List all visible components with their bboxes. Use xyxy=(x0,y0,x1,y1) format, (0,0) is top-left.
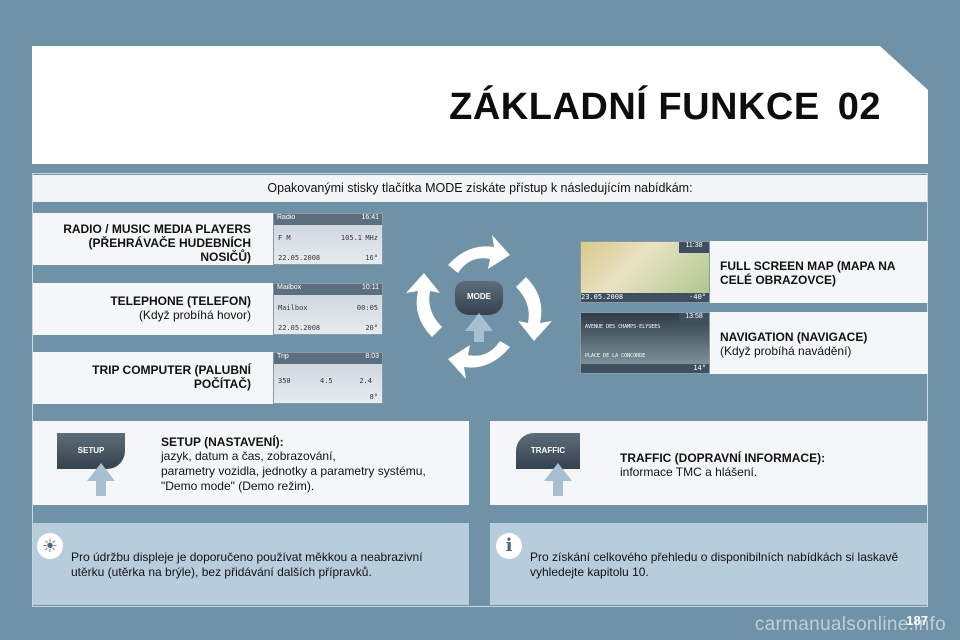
setup-up-arrow-icon xyxy=(87,463,115,481)
title-panel: ZÁKLADNÍ FUNKCE 02 xyxy=(32,46,928,164)
note-care-line-1: Pro údržbu displeje je doporučeno použív… xyxy=(71,550,423,564)
navigation-title: NAVIGATION (NAVIGACE) xyxy=(720,330,868,344)
watermark: carmanualsonline.info xyxy=(754,614,946,635)
full-map-title-2: CELÉ OBRAZOVCE) xyxy=(720,273,837,287)
cycle-arrow-bottom-icon xyxy=(448,341,510,379)
cycle-arrow-left-icon xyxy=(406,273,442,337)
mode-up-arrow-icon xyxy=(465,313,493,331)
traffic-title: TRAFFIC (DOPRAVNÍ INFORMACE): xyxy=(620,451,826,465)
traffic-up-arrow-icon xyxy=(544,463,572,481)
trip-title-2: POČÍTAČ) xyxy=(193,377,251,391)
radio-title-3: NOSIČŮ) xyxy=(200,250,251,264)
radio-title-2: (PŘEHRÁVAČE HUDEBNÍCH xyxy=(88,236,251,250)
mode-cycle-diagram xyxy=(406,235,552,379)
traffic-line-1: informace TMC a hlášení. xyxy=(620,465,758,479)
sun-care-icon: ☀ xyxy=(37,533,63,559)
navigation-screen: 13:58 AVENUE DES CHAMPS-ELYSEES PLACE DE… xyxy=(580,312,710,374)
trip-title: TRIP COMPUTER (PALUBNÍ xyxy=(92,363,251,377)
setup-line-1: jazyk, datum a čas, zobrazování, xyxy=(161,449,336,463)
note-info-line-1: Pro získání celkového přehledu o disponi… xyxy=(530,550,899,564)
menu-card-full-map: FULL SCREEN MAP (MAPA NA CELÉ OBRAZOVCE) xyxy=(710,241,928,303)
menu-card-navigation: NAVIGATION (NAVIGACE) (Když probíhá navá… xyxy=(710,312,928,374)
note-care: ☀ Pro údržbu displeje je doporučeno použ… xyxy=(33,523,469,605)
map-screen: 11:38 23.05.2008-40° xyxy=(580,241,710,303)
intro-text: Opakovanými stisky tlačítka MODE získáte… xyxy=(33,175,927,202)
note-info: i Pro získání celkového přehledu o dispo… xyxy=(490,523,927,605)
mode-button-icon: MODE xyxy=(455,281,503,315)
chapter-number: 02 xyxy=(837,86,881,128)
menu-card-radio: RADIO / MUSIC MEDIA PLAYERS (PŘEHRÁVAČE … xyxy=(33,213,273,265)
setup-line-2: parametry vozidla, jednotky a parametry … xyxy=(161,464,426,478)
note-care-line-2: utěrku (utěrka na brýle), bez přidávání … xyxy=(71,565,372,579)
menu-card-trip: TRIP COMPUTER (PALUBNÍ POČÍTAČ) xyxy=(33,352,273,404)
setup-box: SETUP SETUP (NASTAVENÍ): jazyk, datum a … xyxy=(33,421,469,505)
cycle-arrow-top-icon xyxy=(448,235,510,273)
full-map-title: FULL SCREEN MAP (MAPA NA xyxy=(720,259,896,273)
page-title: ZÁKLADNÍ FUNKCE 02 xyxy=(449,86,881,129)
telephone-title: TELEPHONE (TELEFON) xyxy=(110,294,251,308)
radio-title: RADIO / MUSIC MEDIA PLAYERS xyxy=(63,222,251,236)
info-icon: i xyxy=(496,533,522,559)
setup-line-3: "Demo mode" (Demo režim). xyxy=(161,479,315,493)
telephone-sub: (Když probíhá hovor) xyxy=(138,308,251,322)
menu-card-telephone: TELEPHONE (TELEFON) (Když probíhá hovor) xyxy=(33,283,273,335)
cycle-arrow-right-icon xyxy=(516,277,552,341)
traffic-box: TRAFFIC TRAFFIC (DOPRAVNÍ INFORMACE): in… xyxy=(490,421,927,505)
setup-title: SETUP (NASTAVENÍ): xyxy=(161,435,284,449)
page-number: 187 xyxy=(906,613,928,628)
navigation-sub: (Když probíhá navádění) xyxy=(720,344,852,358)
note-info-line-2: vyhledejte kapitolu 10. xyxy=(530,565,649,579)
title-text: ZÁKLADNÍ FUNKCE xyxy=(449,86,820,128)
